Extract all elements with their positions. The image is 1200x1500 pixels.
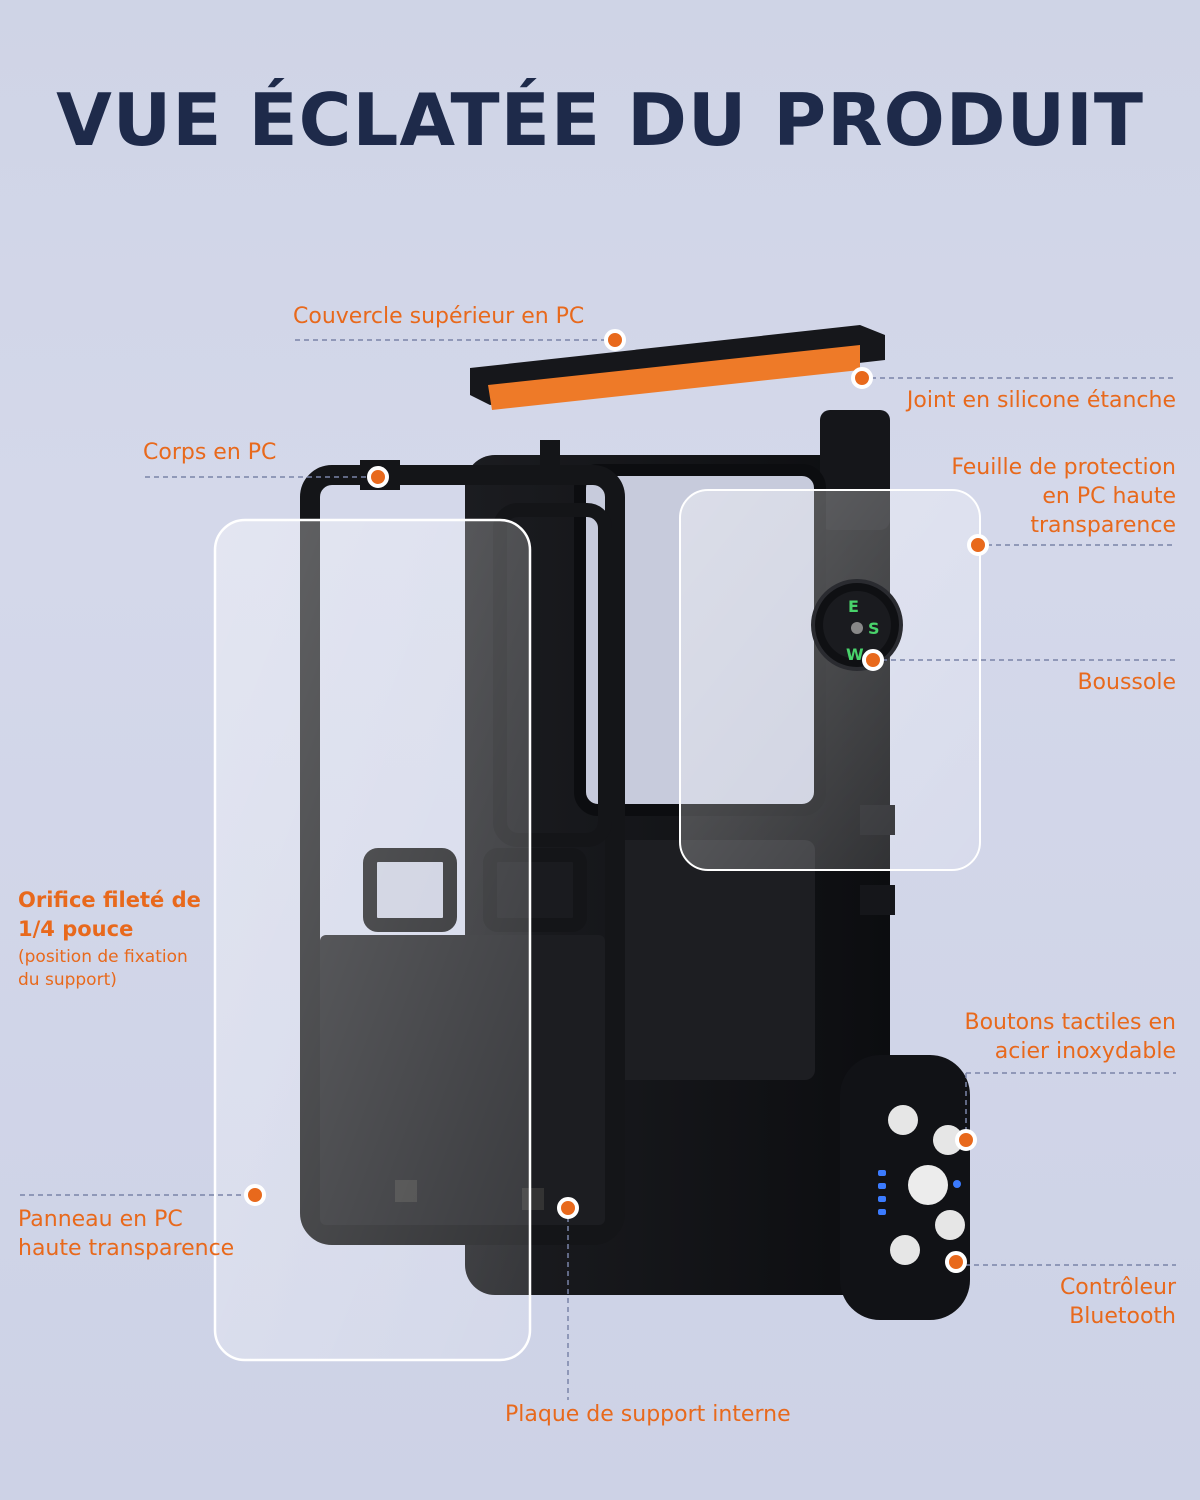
top-cover: [470, 325, 885, 410]
transparent-panel: [213, 518, 532, 1362]
callout-dot: [851, 367, 873, 389]
label-thread-hole-note2: du support): [18, 970, 117, 990]
protective-film: [679, 489, 981, 871]
compass-letter-s: S: [868, 619, 880, 638]
label-protective-film-line1: Feuille de protection: [951, 455, 1176, 480]
label-touch-buttons: Boutons tactiles en acier inoxydable: [964, 1008, 1176, 1066]
label-thread-hole-line1: Orifice fileté de: [18, 888, 201, 912]
label-silicone-seal: Joint en silicone étanche: [906, 388, 1176, 413]
label-protective-film: Feuille de protection en PC haute transp…: [951, 453, 1176, 540]
callout-dot: [862, 649, 884, 671]
compass-icon: E S W: [811, 579, 903, 671]
label-touch-buttons-line1: Boutons tactiles en: [964, 1010, 1176, 1035]
callout-dot: [244, 1184, 266, 1206]
compass-letter-w: W: [846, 645, 864, 664]
callout-dot: [557, 1197, 579, 1219]
callout-dot: [604, 329, 626, 351]
leader-lines: [20, 339, 1176, 1400]
label-protective-film-line3: transparence: [1030, 513, 1176, 538]
label-thread-hole: Orifice fileté de 1/4 pouce (position de…: [18, 886, 201, 992]
label-thread-hole-line2: 1/4 pouce: [18, 917, 134, 941]
label-pc-body: Corps en PC: [143, 440, 277, 465]
label-bluetooth-controller: Contrôleur Bluetooth: [1060, 1273, 1176, 1331]
label-protective-film-line2: en PC haute: [1042, 484, 1176, 509]
callout-dot: [945, 1251, 967, 1273]
compass-letter-e: E: [848, 597, 859, 616]
label-bluetooth-controller-line2: Bluetooth: [1069, 1304, 1176, 1329]
label-bluetooth-controller-line1: Contrôleur: [1059, 1275, 1176, 1300]
callout-dot: [967, 534, 989, 556]
callout-dot: [367, 466, 389, 488]
label-top-cover: Couvercle supérieur en PC: [293, 304, 585, 329]
callout-dots: [244, 329, 989, 1273]
page-title: VUE ÉCLATÉE DU PRODUIT: [56, 78, 1144, 162]
label-panel-line1: Panneau en PC: [18, 1207, 183, 1232]
bluetooth-controller: [840, 1055, 970, 1320]
label-compass: Boussole: [1077, 670, 1176, 695]
label-touch-buttons-line2: acier inoxydable: [994, 1039, 1176, 1064]
callout-dot: [955, 1129, 977, 1151]
label-inner-plate: Plaque de support interne: [505, 1402, 791, 1427]
label-thread-hole-note1: (position de fixation: [18, 947, 188, 967]
label-panel-line2: haute transparence: [18, 1236, 235, 1261]
label-panel: Panneau en PC haute transparence: [18, 1205, 234, 1263]
